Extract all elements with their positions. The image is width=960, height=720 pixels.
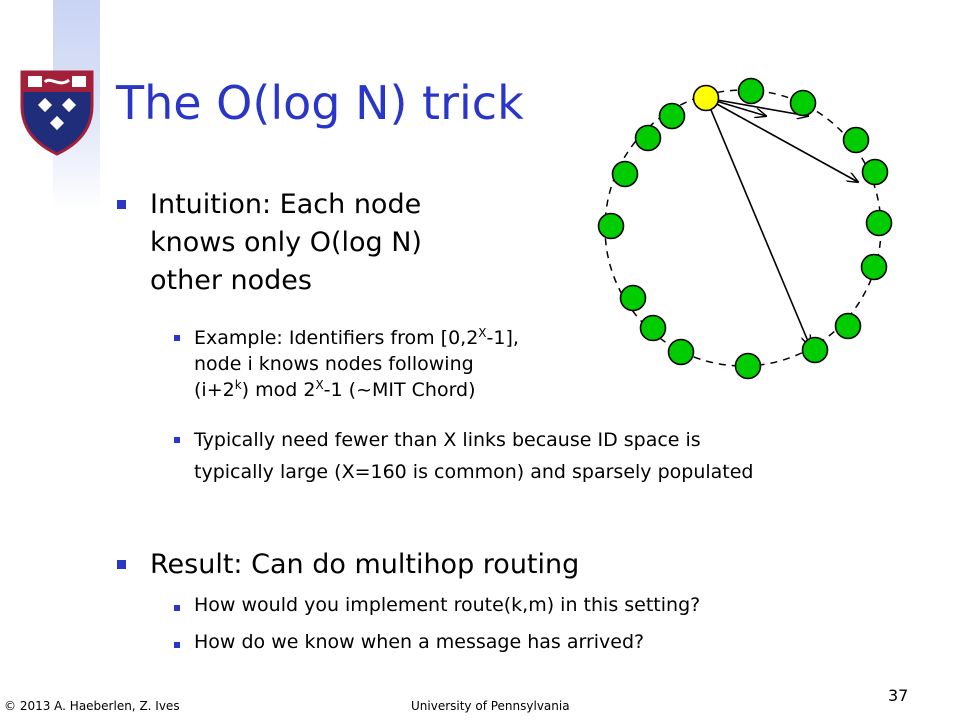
- ring-node: [619, 284, 647, 312]
- ring-node: [639, 314, 667, 342]
- sub-bullet-marker: [174, 605, 180, 611]
- finger-arrow: [705, 97, 810, 346]
- sub-bullet-route-question: How would you implement route(k,m) in th…: [194, 594, 701, 616]
- ring-node: [789, 89, 817, 117]
- page-number: 37: [888, 686, 909, 705]
- finger-links: [705, 97, 858, 346]
- sub-bullet-marker: [174, 642, 180, 648]
- example-line-1: Example: Identifiers from [0,2X-1],: [194, 326, 519, 349]
- bullet-intuition-line-1: Intuition: Each node: [150, 189, 422, 220]
- sub-bullet-marker: [174, 437, 180, 443]
- finger-arrow: [705, 97, 808, 116]
- chord-ring-diagram: [597, 77, 893, 380]
- ring-nodes: [597, 77, 893, 380]
- example-line-3: (i+2k) mod 2X-1 (~MIT Chord): [194, 378, 476, 401]
- sub-bullet-marker: [174, 335, 180, 341]
- typically-line-1: Typically need fewer than X links becaus…: [194, 429, 701, 451]
- ring-node: [861, 158, 889, 186]
- ring-node: [658, 102, 686, 130]
- ring-node: [634, 124, 662, 152]
- ring-node: [734, 352, 762, 380]
- superscript-k: k: [234, 378, 242, 392]
- bullet-intuition-line-2: knows only O(log N): [150, 227, 422, 258]
- ring-node: [737, 77, 765, 105]
- ring-node: [860, 253, 888, 281]
- ring-node: [667, 338, 695, 366]
- source-node: [692, 84, 720, 112]
- finger-arrow: [705, 97, 858, 182]
- ring-node: [842, 126, 870, 154]
- bullet-intuition-line-3: other nodes: [150, 265, 312, 296]
- university-shield-logo: [20, 70, 94, 156]
- typically-line-2: typically large (X=160 is common) and sp…: [194, 461, 754, 483]
- superscript-x: X: [478, 326, 487, 340]
- ring-node: [865, 209, 893, 237]
- bullet-marker: [117, 560, 126, 569]
- sub-bullet-arrival-question: How do we know when a message has arrive…: [194, 631, 645, 653]
- ring-node: [801, 336, 829, 364]
- bullet-marker: [117, 200, 126, 209]
- bullet-result: Result: Can do multihop routing: [150, 549, 580, 580]
- ring-node: [597, 212, 625, 240]
- footer-institution: University of Pennsylvania: [411, 699, 570, 713]
- slide-title: The O(log N) trick: [116, 76, 524, 130]
- ring-node: [834, 312, 862, 340]
- footer-copyright: © 2013 A. Haeberlen, Z. Ives: [4, 699, 180, 713]
- example-line-2: node i knows nodes following: [194, 353, 474, 375]
- ring-node: [611, 160, 639, 188]
- superscript-x: X: [315, 378, 324, 392]
